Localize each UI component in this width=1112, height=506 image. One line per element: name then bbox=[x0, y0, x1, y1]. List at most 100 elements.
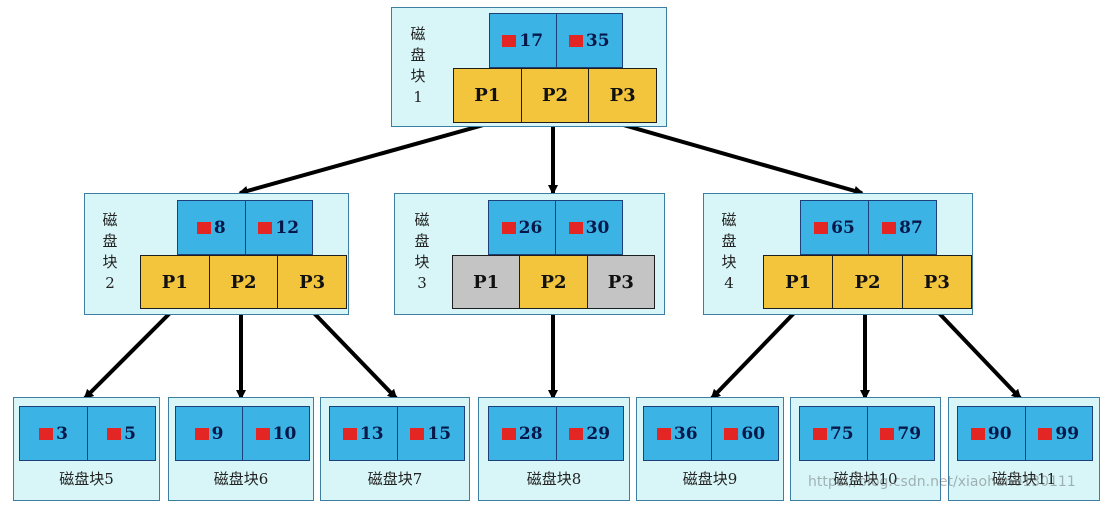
disk-block-2: 磁盘块2 8 12 P1 P2 P3 bbox=[84, 193, 349, 315]
key-value: 65 bbox=[831, 217, 855, 238]
disk-block-label: 磁盘块11 bbox=[991, 470, 1057, 488]
pointer-cell: P1 bbox=[764, 256, 834, 308]
key-cell: 8 bbox=[178, 201, 246, 254]
key-marker-icon bbox=[1038, 427, 1053, 440]
disk-block-5: 3 5 磁盘块5 bbox=[13, 397, 160, 501]
disk-block-label: 磁盘块7 bbox=[367, 470, 423, 488]
pointer-cell: P2 bbox=[521, 69, 590, 122]
key-value: 29 bbox=[586, 423, 611, 444]
key-value: 3 bbox=[56, 423, 68, 444]
key-row: 28 29 bbox=[488, 406, 624, 461]
arrow-root-p3-to-block4 bbox=[619, 122, 864, 196]
key-value: 87 bbox=[899, 217, 923, 238]
key-cell: 3 bbox=[20, 407, 88, 460]
key-marker-icon bbox=[568, 221, 583, 234]
pointer-row: P1 P2 P3 bbox=[453, 68, 657, 123]
pointer-cell: P1 bbox=[454, 69, 522, 122]
key-cell: 36 bbox=[644, 407, 712, 460]
key-row: 17 35 bbox=[489, 13, 623, 68]
key-value: 15 bbox=[427, 423, 452, 444]
key-value: 26 bbox=[518, 217, 543, 238]
key-value: 9 bbox=[211, 423, 224, 444]
pointer-cell: P1 bbox=[141, 256, 210, 308]
pointer-cell: P3 bbox=[902, 256, 971, 308]
key-value: 60 bbox=[741, 423, 766, 444]
disk-block-8: 28 29 磁盘块8 bbox=[478, 397, 630, 501]
key-marker-icon bbox=[814, 221, 829, 234]
disk-block-label: 磁盘块2 bbox=[102, 211, 118, 292]
key-cell: 87 bbox=[869, 201, 936, 254]
key-cell: 99 bbox=[1026, 407, 1093, 460]
key-row: 90 99 bbox=[957, 406, 1093, 461]
disk-block-10: 75 79 磁盘块10 bbox=[790, 397, 941, 501]
arrow-block2-p3-to-block7 bbox=[309, 308, 398, 400]
key-marker-icon bbox=[970, 427, 985, 440]
key-value: 28 bbox=[518, 423, 543, 444]
key-marker-icon bbox=[882, 221, 897, 234]
key-value: 8 bbox=[213, 217, 226, 238]
key-value: 12 bbox=[275, 217, 300, 238]
key-marker-icon bbox=[107, 427, 122, 440]
key-marker-icon bbox=[880, 427, 895, 440]
key-marker-icon bbox=[656, 427, 671, 440]
key-cell: 15 bbox=[398, 407, 465, 460]
key-cell: 12 bbox=[246, 201, 313, 254]
key-row: 8 12 bbox=[177, 200, 313, 255]
disk-block-7: 13 15 磁盘块7 bbox=[320, 397, 470, 501]
key-row: 36 60 bbox=[643, 406, 779, 461]
disk-block-4: 磁盘块4 65 87 P1 P2 P3 bbox=[703, 193, 973, 315]
pointer-row: P1 P2 P3 bbox=[763, 255, 972, 309]
key-marker-icon bbox=[502, 34, 517, 47]
key-marker-icon bbox=[196, 221, 211, 234]
key-cell: 79 bbox=[868, 407, 935, 460]
key-cell: 75 bbox=[800, 407, 868, 460]
disk-block-label: 磁盘块5 bbox=[59, 470, 114, 488]
key-marker-icon bbox=[255, 427, 270, 440]
key-cell: 30 bbox=[556, 201, 622, 254]
disk-block-label: 磁盘块3 bbox=[414, 211, 430, 292]
key-cell: 29 bbox=[557, 407, 624, 460]
arrow-block4-p3-to-block11 bbox=[934, 308, 1022, 400]
arrow-block2-p1-to-block5 bbox=[83, 308, 175, 400]
watermark-text: https://blog.csdn.net/xiaohan0130111 bbox=[808, 474, 1076, 490]
pointer-cell: P3 bbox=[278, 256, 347, 308]
key-row: 13 15 bbox=[329, 406, 465, 461]
key-value: 5 bbox=[124, 423, 136, 444]
disk-block-3: 磁盘块3 26 30 P1 P2 P3 bbox=[394, 193, 665, 315]
key-value: 35 bbox=[585, 30, 610, 51]
key-value: 13 bbox=[359, 423, 384, 444]
disk-block-label: 磁盘块10 bbox=[833, 470, 898, 488]
key-cell: 28 bbox=[489, 407, 557, 460]
disk-block-9: 36 60 磁盘块9 bbox=[636, 397, 784, 501]
key-cell: 26 bbox=[489, 201, 556, 254]
pointer-row: P1 P2 P3 bbox=[140, 255, 347, 309]
key-marker-icon bbox=[39, 427, 54, 440]
key-marker-icon bbox=[724, 427, 739, 440]
key-value: 36 bbox=[673, 423, 698, 444]
key-value: 75 bbox=[829, 423, 854, 444]
key-cell: 9 bbox=[176, 407, 243, 460]
key-row: 75 79 bbox=[799, 406, 935, 461]
key-row: 26 30 bbox=[488, 200, 623, 255]
arrow-block4-p1-to-block9 bbox=[710, 308, 799, 400]
pointer-row: P1 P2 P3 bbox=[452, 255, 655, 309]
key-marker-icon bbox=[568, 34, 583, 47]
key-row: 3 5 bbox=[19, 406, 156, 461]
key-cell: 10 bbox=[243, 407, 309, 460]
key-row: 9 10 bbox=[175, 406, 310, 461]
key-cell: 35 bbox=[557, 14, 623, 67]
key-value: 30 bbox=[585, 217, 610, 238]
key-row: 65 87 bbox=[800, 200, 937, 255]
disk-block-label: 磁盘块9 bbox=[682, 470, 738, 488]
key-cell: 60 bbox=[712, 407, 779, 460]
key-value: 99 bbox=[1055, 423, 1080, 444]
key-cell: 17 bbox=[490, 14, 557, 67]
key-marker-icon bbox=[501, 427, 516, 440]
key-marker-icon bbox=[812, 427, 827, 440]
pointer-cell: P2 bbox=[209, 256, 279, 308]
key-cell: 65 bbox=[801, 201, 869, 254]
arrow-root-p1-to-block2 bbox=[238, 122, 488, 196]
disk-block-11: 90 99 磁盘块11 bbox=[948, 397, 1100, 501]
pointer-cell: P2 bbox=[833, 256, 903, 308]
key-marker-icon bbox=[194, 427, 209, 440]
